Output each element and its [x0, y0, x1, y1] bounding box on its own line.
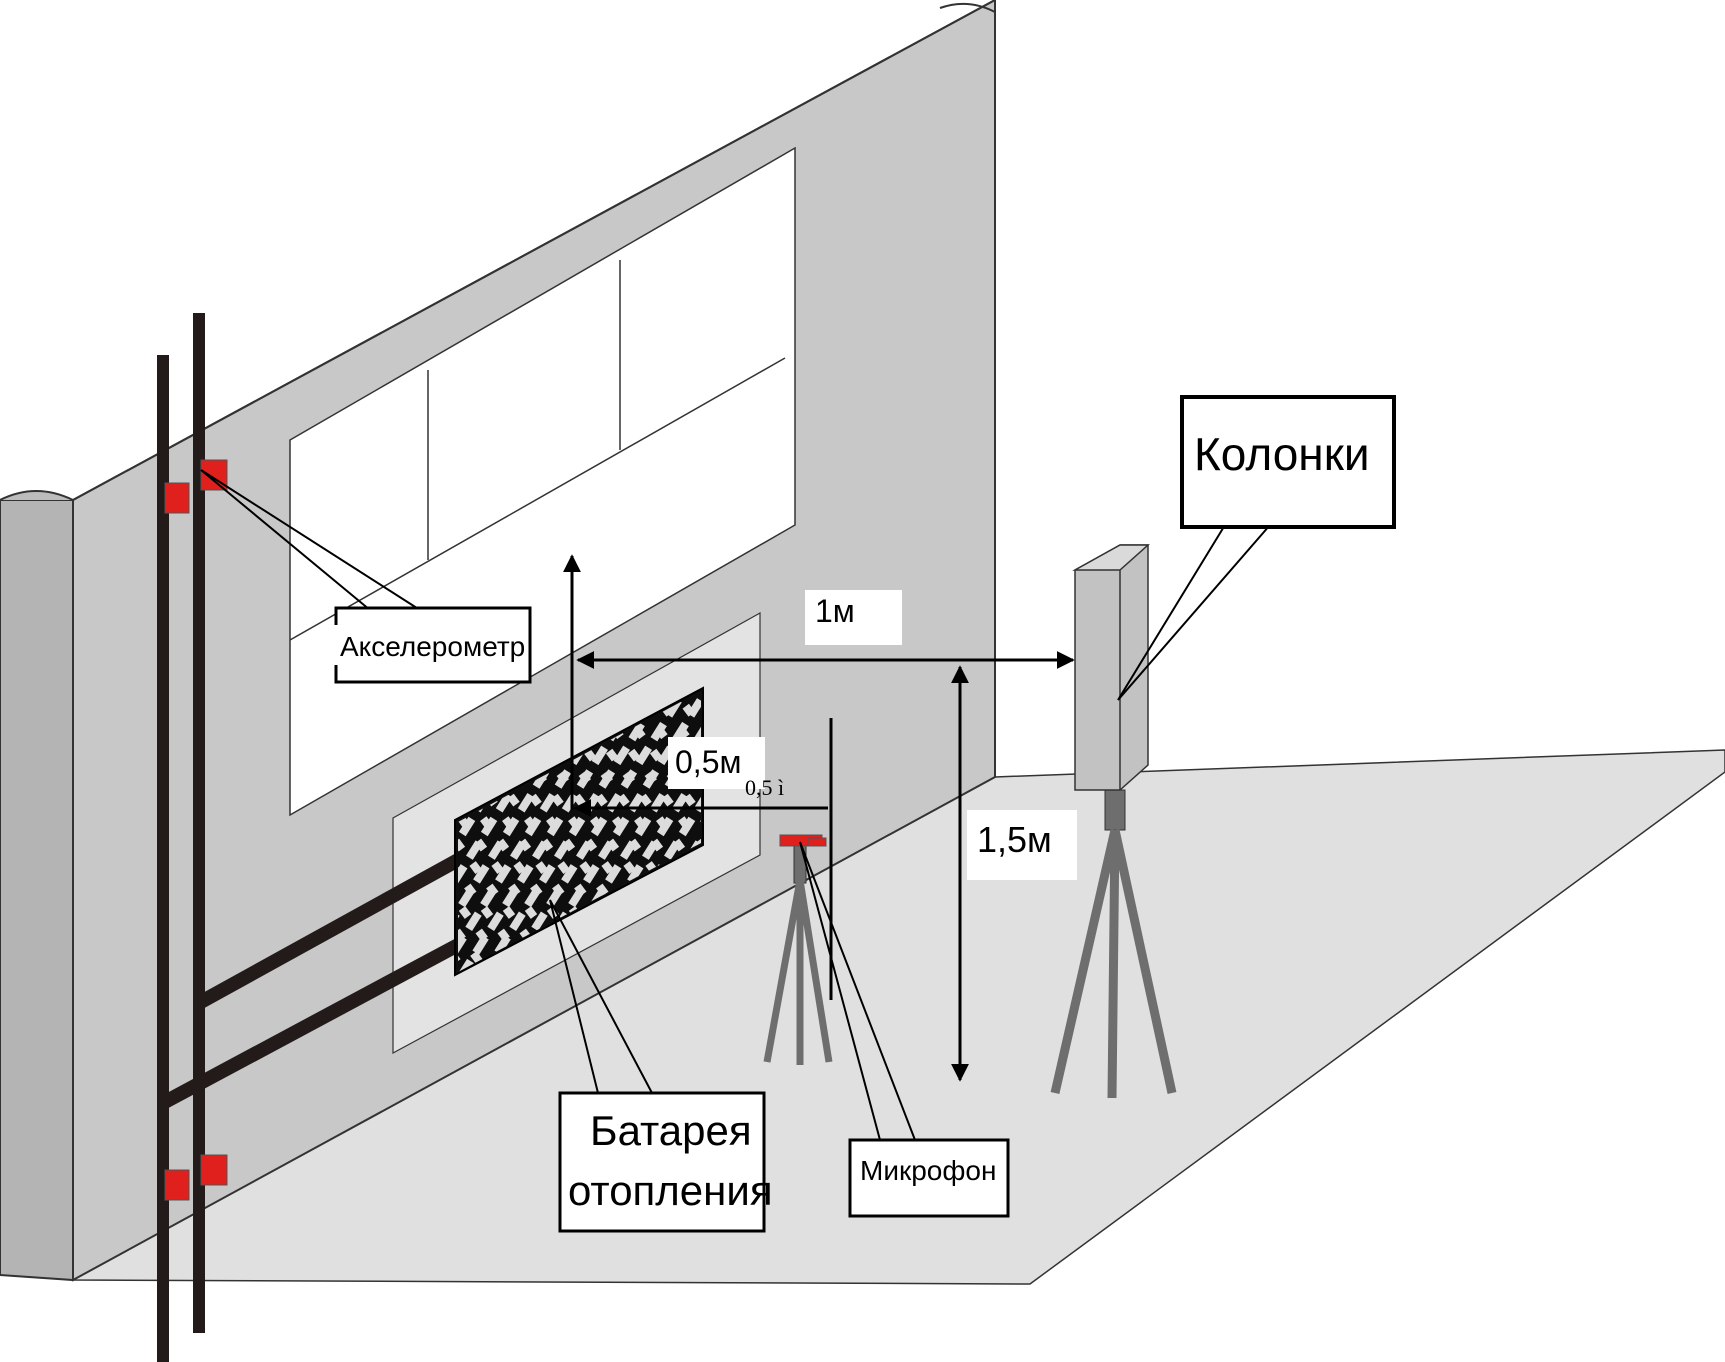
microphone-label: Микрофон: [860, 1155, 996, 1186]
accelerometer-bottom-left: [164, 1169, 190, 1201]
radiator-label-line1: Батарея: [590, 1107, 752, 1154]
heating-pipes: [157, 313, 205, 1362]
accelerometer-top-right: [200, 459, 228, 491]
callout-labels: Колонки Акселерометр Батарея отопления М…: [334, 395, 1396, 1233]
dist-1m-label: 1м: [815, 593, 855, 629]
radiator-pipes: [159, 853, 462, 1110]
speakers-label: Колонки: [1194, 428, 1370, 480]
accelerometer-top-left: [164, 482, 190, 514]
dist-05m-garbled-label: 0,5 ì: [745, 775, 784, 800]
accelerometer-bottom-right: [200, 1154, 228, 1186]
speaker-tripod: [1050, 789, 1177, 1099]
speaker-box: [1072, 544, 1150, 791]
height-15m-label: 1,5м: [977, 819, 1052, 860]
callout-pointers: [200, 469, 1271, 1141]
dimension-lines: [563, 554, 1075, 1082]
dist-05m-label: 0,5м: [675, 744, 741, 780]
accelerometer-label: Акселерометр: [340, 631, 525, 662]
dimension-labels: 1м 0,5м 0,5 ì 1,5м: [668, 590, 1077, 880]
radiator-label-line2: отопления: [568, 1167, 773, 1214]
